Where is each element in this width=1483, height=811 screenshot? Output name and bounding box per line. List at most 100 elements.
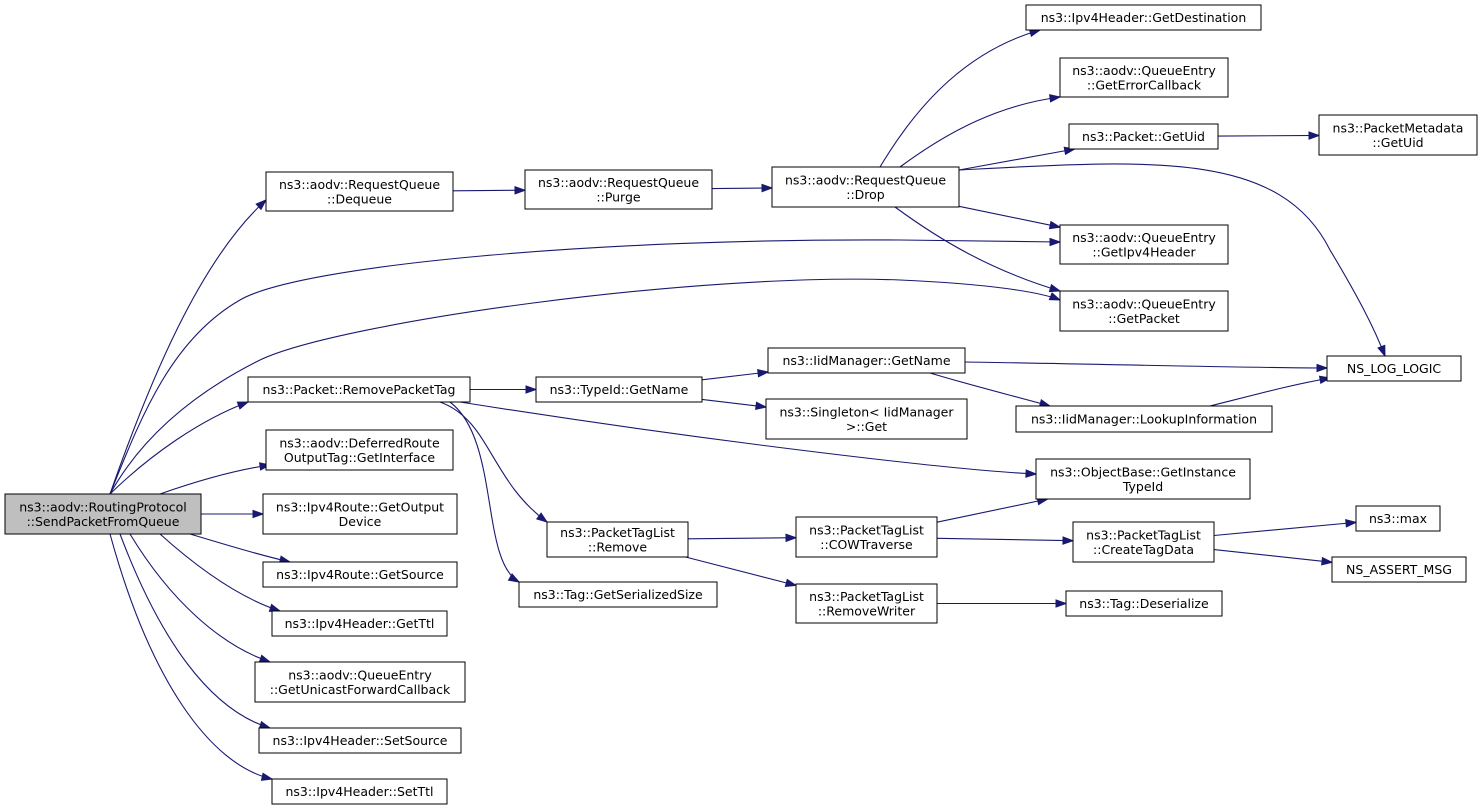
edge-n0-n1 xyxy=(109,199,267,495)
node-n15[interactable]: ns3::IidManager::LookupInformation xyxy=(1015,405,1273,433)
node-n1[interactable]: ns3::aodv::RequestQueue::Dequeue xyxy=(265,171,454,212)
node-n14[interactable]: ns3::Singleton< IidManager>::Get xyxy=(765,398,968,440)
node-label: ns3::Packet::GetUid xyxy=(1082,129,1205,144)
node-n27[interactable]: ns3::Tag::Deserialize xyxy=(1065,590,1223,617)
node-box[interactable] xyxy=(1331,556,1467,583)
arrowhead-n0-n18 xyxy=(252,509,265,519)
arrowhead-n2-n3 xyxy=(761,183,774,193)
node-n3[interactable]: ns3::aodv::RequestQueue::Drop xyxy=(771,166,960,208)
node-box[interactable] xyxy=(1025,4,1262,31)
node-box[interactable] xyxy=(271,778,448,805)
node-n29[interactable]: ns3::aodv::QueueEntry::GetUnicastForward… xyxy=(254,661,466,703)
node-label: ::RemoveWriter xyxy=(818,603,916,618)
node-n23[interactable]: NS_ASSERT_MSG xyxy=(1331,556,1467,583)
node-label: ::Drop xyxy=(846,187,885,202)
node-label: ns3::Singleton< IidManager xyxy=(779,404,954,419)
node-box[interactable] xyxy=(767,347,966,374)
arrowhead-n3-n5 xyxy=(1049,94,1062,103)
node-label: ::Dequeue xyxy=(327,191,392,206)
node-box[interactable] xyxy=(1015,405,1273,433)
node-n13[interactable]: ns3::IidManager::GetName xyxy=(767,347,966,374)
node-n2[interactable]: ns3::aodv::RequestQueue::Purge xyxy=(524,169,713,210)
node-box[interactable] xyxy=(1355,505,1441,532)
node-n11[interactable]: ns3::Packet::RemovePacketTag xyxy=(247,376,471,403)
node-box[interactable] xyxy=(265,171,454,212)
node-box[interactable] xyxy=(258,727,462,754)
node-box[interactable] xyxy=(535,376,703,403)
arrowhead-n0-n9 xyxy=(1048,292,1062,301)
node-label: NS_LOG_LOGIC xyxy=(1347,361,1442,376)
edge-n0-n30 xyxy=(119,533,271,729)
node-label: ns3::PacketMetadata xyxy=(1333,120,1464,135)
node-n30[interactable]: ns3::Ipv4Header::SetSource xyxy=(258,727,462,754)
node-box[interactable] xyxy=(795,583,938,624)
edge-n3-n4 xyxy=(879,29,1041,168)
arrowhead-n0-n1 xyxy=(255,199,268,211)
node-n4[interactable]: ns3::Ipv4Header::GetDestination xyxy=(1025,4,1262,31)
node-n12[interactable]: ns3::TypeId::GetName xyxy=(535,376,703,403)
node-box[interactable] xyxy=(247,376,471,403)
arrowhead-n12-n13 xyxy=(757,368,770,378)
node-box[interactable] xyxy=(795,516,938,558)
node-label: ns3::Tag::GetSerializedSize xyxy=(533,587,703,602)
node-label: ns3::aodv::QueueEntry xyxy=(1072,63,1216,78)
edge-n0-n9 xyxy=(109,278,1061,495)
node-box[interactable] xyxy=(271,610,448,637)
arrowhead-n12-n14 xyxy=(755,401,768,411)
node-box[interactable] xyxy=(518,581,718,608)
edge-n3-n5 xyxy=(899,96,1061,168)
node-n8[interactable]: ns3::aodv::QueueEntry::GetIpv4Header xyxy=(1059,224,1229,265)
node-n9[interactable]: ns3::aodv::QueueEntry::GetPacket xyxy=(1059,290,1229,332)
node-box[interactable] xyxy=(1035,458,1251,500)
node-box[interactable] xyxy=(1059,57,1229,98)
node-n24[interactable]: ns3::Ipv4Route::GetSource xyxy=(262,561,458,588)
node-label: ns3::Ipv4Header::GetTtl xyxy=(285,616,435,631)
edge-n11-n25 xyxy=(449,401,520,583)
arrowhead-n19-n26 xyxy=(784,578,798,587)
node-box[interactable] xyxy=(1326,355,1462,382)
node-box[interactable] xyxy=(262,493,458,535)
node-label: NS_ASSERT_MSG xyxy=(1346,562,1452,577)
node-box[interactable] xyxy=(1072,521,1215,563)
node-label: ns3::IidManager::GetName xyxy=(782,353,950,368)
node-n16[interactable]: ns3::aodv::DeferredRouteOutputTag::GetIn… xyxy=(265,429,454,471)
node-n31[interactable]: ns3::Ipv4Header::SetTtl xyxy=(271,778,448,805)
node-n26[interactable]: ns3::PacketTagList::RemoveWriter xyxy=(795,583,938,624)
node-n22[interactable]: ns3::max xyxy=(1355,505,1441,532)
node-label: ::Purge xyxy=(596,189,641,204)
node-label: ns3::PacketTagList xyxy=(1086,527,1201,542)
node-box[interactable] xyxy=(765,398,968,440)
node-box[interactable] xyxy=(1318,114,1478,156)
node-n20[interactable]: ns3::PacketTagList::COWTraverse xyxy=(795,516,938,558)
node-box[interactable] xyxy=(524,169,713,210)
node-n25[interactable]: ns3::Tag::GetSerializedSize xyxy=(518,581,718,608)
call-nodes: ns3::aodv::RoutingProtocol::SendPacketFr… xyxy=(4,4,1478,805)
node-box[interactable] xyxy=(1065,590,1223,617)
node-box[interactable] xyxy=(546,521,689,558)
node-n21[interactable]: ns3::PacketTagList::CreateTagData xyxy=(1072,521,1215,563)
node-box[interactable] xyxy=(1059,224,1229,265)
node-n6[interactable]: ns3::Packet::GetUid xyxy=(1068,123,1219,150)
node-label: ns3::TypeId::GetName xyxy=(550,382,689,397)
node-box[interactable] xyxy=(265,429,454,471)
node-box[interactable] xyxy=(4,493,202,535)
node-n7[interactable]: ns3::PacketMetadata::GetUid xyxy=(1318,114,1478,156)
edge-n3-n6 xyxy=(958,148,1075,171)
node-n0[interactable]: ns3::aodv::RoutingProtocol::SendPacketFr… xyxy=(4,493,202,535)
node-n5[interactable]: ns3::aodv::QueueEntry::GetErrorCallback xyxy=(1059,57,1229,98)
arrowhead-n11-n25 xyxy=(507,573,521,583)
node-n28[interactable]: ns3::Ipv4Header::GetTtl xyxy=(271,610,448,637)
edge-n21-n23 xyxy=(1213,549,1333,563)
node-label: ns3::Ipv4Header::SetSource xyxy=(273,733,448,748)
node-box[interactable] xyxy=(771,166,960,208)
node-box[interactable] xyxy=(254,661,466,703)
node-n19[interactable]: ns3::PacketTagList::Remove xyxy=(546,521,689,558)
arrowhead-n20-n21 xyxy=(1062,536,1075,545)
edge-n0-n16 xyxy=(159,464,271,495)
node-n10[interactable]: NS_LOG_LOGIC xyxy=(1326,355,1462,382)
node-box[interactable] xyxy=(1059,290,1229,332)
node-box[interactable] xyxy=(1068,123,1219,150)
node-box[interactable] xyxy=(262,561,458,588)
